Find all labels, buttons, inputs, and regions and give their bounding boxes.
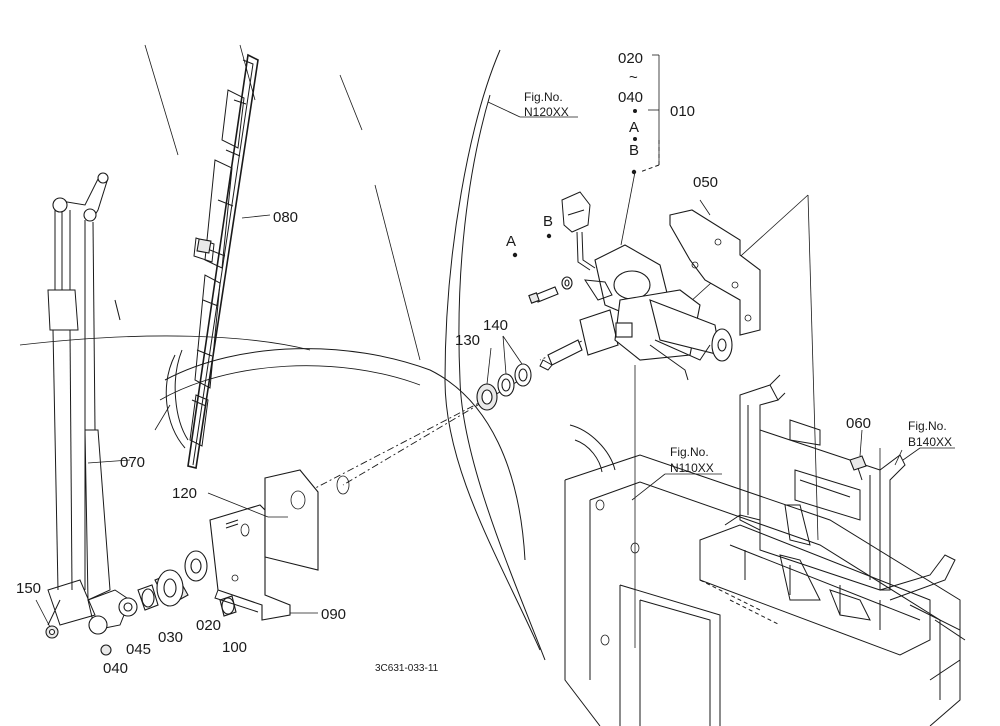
fig-ref-code: N110XX bbox=[670, 461, 714, 475]
pivot-hardware bbox=[45, 550, 237, 656]
motor-bracket-050 bbox=[669, 209, 761, 336]
fig-ref-code: N120XX bbox=[524, 105, 569, 119]
callout-030: 030 bbox=[158, 629, 183, 646]
callout-ref-a: A bbox=[506, 233, 516, 250]
callout-080: 080 bbox=[273, 209, 298, 226]
callout-045: 045 bbox=[126, 641, 151, 658]
wiper-blade bbox=[165, 53, 259, 469]
fig-ref-caption: Fig.No. bbox=[524, 90, 563, 104]
callout-range-separator: ~ bbox=[629, 69, 638, 86]
gasket-120 bbox=[264, 469, 319, 571]
callout-050: 050 bbox=[693, 174, 718, 191]
panel-hole bbox=[336, 475, 350, 495]
callout-leaders bbox=[35, 54, 955, 628]
callout-sub-a: A bbox=[629, 119, 639, 136]
wiper-arm bbox=[47, 172, 138, 635]
callout-100: 100 bbox=[222, 639, 247, 656]
fig-ref-caption: Fig.No. bbox=[670, 445, 709, 459]
fig-ref-n110xx: Fig.No. N110XX bbox=[670, 445, 714, 475]
fig-ref-b140xx: Fig.No. B140XX bbox=[908, 419, 952, 449]
callout-dots bbox=[512, 109, 637, 258]
callout-040: 040 bbox=[103, 660, 128, 677]
callout-150: 150 bbox=[16, 580, 41, 597]
fig-ref-code: B140XX bbox=[908, 435, 952, 449]
callout-ref-b: B bbox=[543, 213, 553, 230]
callout-120: 120 bbox=[172, 485, 197, 502]
fig-ref-n120xx: Fig.No. N120XX bbox=[524, 90, 569, 119]
bolt-060 bbox=[849, 455, 867, 481]
callout-130: 130 bbox=[455, 332, 480, 349]
wiper-motor bbox=[539, 191, 733, 381]
door-frame-structure bbox=[564, 424, 966, 726]
callout-040-range-end: 040 bbox=[618, 89, 643, 106]
callout-sub-b: B bbox=[629, 142, 639, 159]
mounting-plate-090 bbox=[209, 504, 291, 621]
cap-040 bbox=[100, 644, 112, 656]
callout-090: 090 bbox=[321, 606, 346, 623]
callout-010: 010 bbox=[670, 103, 695, 120]
callout-labels: 020 ~ 040 010 A B 050 080 A B 140 130 06… bbox=[16, 50, 871, 677]
callout-020: 020 bbox=[196, 617, 221, 634]
drawing-code: 3C631-033-11 bbox=[375, 663, 439, 674]
cab-outline-lines bbox=[19, 44, 546, 661]
bolt-a-washer-b bbox=[528, 276, 573, 304]
callout-140: 140 bbox=[483, 317, 508, 334]
callout-070: 070 bbox=[120, 454, 145, 471]
shaft-seal-and-washers bbox=[476, 363, 532, 411]
callout-060: 060 bbox=[846, 415, 871, 432]
fig-ref-caption: Fig.No. bbox=[908, 419, 947, 433]
mount-bracket-frame bbox=[739, 374, 956, 601]
callout-020-range-start: 020 bbox=[618, 50, 643, 67]
